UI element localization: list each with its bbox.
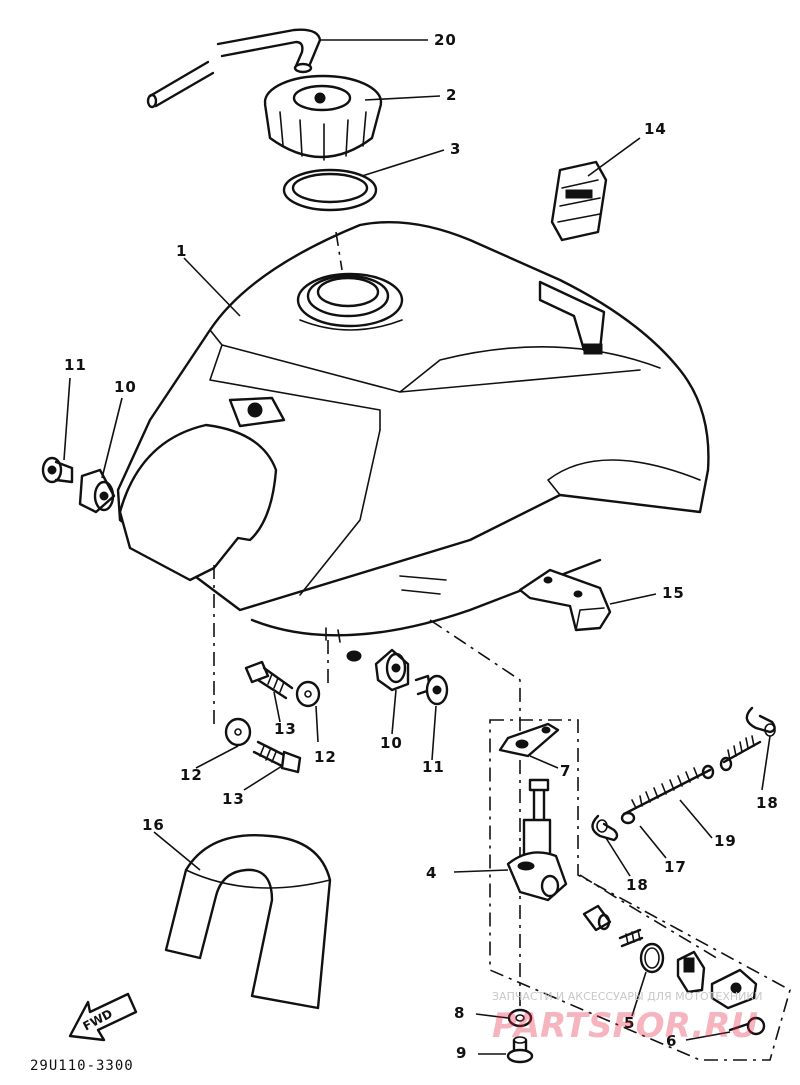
callout-9: 9 xyxy=(456,1044,468,1062)
part-10-grommet-right xyxy=(374,648,410,692)
callout-12-upper: 12 xyxy=(314,748,337,766)
callout-11-left: 11 xyxy=(64,356,87,374)
part-13-bolt-upper xyxy=(244,660,294,700)
callout-7: 7 xyxy=(560,762,572,780)
callout-6: 6 xyxy=(666,1032,678,1050)
part-13-bolt-lower xyxy=(252,740,302,774)
callout-20: 20 xyxy=(434,31,457,49)
callout-15: 15 xyxy=(662,584,685,602)
part-8-washer xyxy=(507,1008,533,1028)
diagram-code: 29U110-3300 xyxy=(30,1058,134,1074)
callout-1: 1 xyxy=(176,242,188,260)
part-11-bolt-right xyxy=(414,674,449,706)
part-valve-lever xyxy=(676,950,706,994)
part-9-drain-screw xyxy=(506,1036,534,1064)
part-1-fuel-tank xyxy=(116,220,710,662)
part-18-clip-right xyxy=(745,706,776,737)
part-6-screw xyxy=(728,1016,766,1036)
part-15-bracket xyxy=(518,568,612,632)
part-10-grommet-left xyxy=(78,468,116,514)
callout-3: 3 xyxy=(450,140,462,158)
fwd-arrow-icon xyxy=(68,992,138,1042)
part-2-fuel-cap xyxy=(263,74,383,161)
part-inner-plug xyxy=(582,904,612,932)
part-17-plunger-spring xyxy=(719,735,762,772)
part-4-fuel-cock xyxy=(506,778,568,902)
callout-17: 17 xyxy=(664,858,687,876)
callout-13-upper: 13 xyxy=(274,720,297,738)
callout-leaders xyxy=(63,39,771,1055)
callout-19: 19 xyxy=(714,832,737,850)
callout-2: 2 xyxy=(446,86,458,104)
part-12-washer-upper xyxy=(295,680,321,708)
callout-12-lower: 12 xyxy=(180,766,203,784)
callout-5: 5 xyxy=(624,1014,636,1032)
part-20-breather-hose xyxy=(146,28,322,109)
part-7-gasket-plate xyxy=(498,722,560,758)
callout-18-right: 18 xyxy=(756,794,779,812)
part-11-bolt-left xyxy=(41,456,74,484)
part-valve-cover-plate xyxy=(710,968,758,1010)
part-inner-spring xyxy=(618,928,644,948)
callout-16: 16 xyxy=(142,816,165,834)
part-14-damper xyxy=(550,160,608,242)
callout-4: 4 xyxy=(426,864,438,882)
part-19-spring xyxy=(620,764,715,825)
part-12-washer-lower xyxy=(224,717,252,747)
callout-13-lower: 13 xyxy=(222,790,245,808)
part-5-o-ring xyxy=(639,942,665,974)
callout-10-right: 10 xyxy=(380,734,403,752)
callout-14: 14 xyxy=(644,120,667,138)
watermark-text: ЗАПЧАСТИ И АКСЕССУАРЫ ДЛЯ МОТОТЕХНИКИ xyxy=(492,990,763,1003)
part-16-strap xyxy=(164,834,332,1010)
callout-18-left: 18 xyxy=(626,876,649,894)
part-3-cap-gasket xyxy=(282,168,378,212)
part-18-clip-left xyxy=(591,814,619,842)
callout-8: 8 xyxy=(454,1004,466,1022)
callout-11-right: 11 xyxy=(422,758,445,776)
part-4-assembly-box xyxy=(489,719,791,1061)
watermark-logo: PARTSFOR.RU xyxy=(492,1006,759,1046)
callout-10-left: 10 xyxy=(114,378,137,396)
